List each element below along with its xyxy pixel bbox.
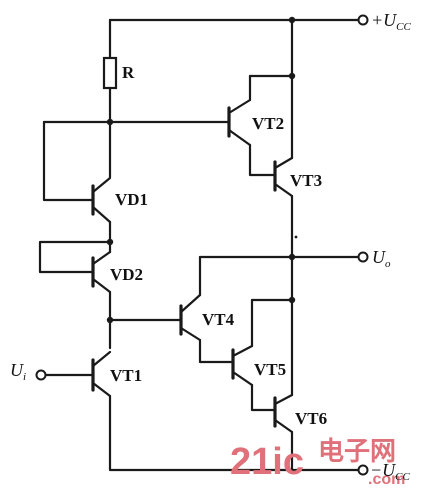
- watermark-domain: .com: [368, 471, 405, 488]
- node-dot: [288, 253, 296, 261]
- label-vt3: VT3: [290, 171, 322, 190]
- vt2-collector: [227, 98, 252, 115]
- label-vd2: VD2: [110, 265, 143, 284]
- label-vt1: VT1: [110, 366, 142, 385]
- label-vt2: VT2: [252, 114, 284, 133]
- vd1-collector: [91, 176, 112, 194]
- label-uo-sub: o: [385, 258, 391, 270]
- node-speck: [294, 235, 298, 239]
- watermark-chinese: 电子网: [318, 437, 396, 467]
- node-dot: [106, 238, 114, 246]
- node-dot: [288, 72, 296, 80]
- vt5-emitter: [231, 344, 254, 358]
- node-dot: [288, 296, 296, 304]
- label-ucc-bottom: −UCC: [370, 460, 410, 483]
- label-vt5: VT5: [254, 360, 286, 379]
- wire-vt4-to-vt5: [198, 338, 234, 364]
- vd2-emitter: [91, 277, 112, 294]
- terminal-uo: [357, 251, 369, 263]
- watermark-number: 21ic: [230, 441, 304, 483]
- label-vt6: VT6: [295, 409, 327, 428]
- label-ucc-bottom-sub: CC: [395, 471, 410, 483]
- label-ucc-top-sub: CC: [396, 21, 411, 33]
- terminal-ui: [35, 369, 47, 381]
- vt4-emitter: [179, 293, 202, 314]
- vd1-emitter: [91, 205, 112, 224]
- node-dot: [288, 16, 296, 24]
- watermark: 21ic 电子网 .com: [230, 437, 405, 488]
- label-uo: Uo: [372, 247, 391, 270]
- label-ucc-top-main: +U: [371, 10, 397, 30]
- vt6-collector: [273, 418, 294, 434]
- vt4-collector: [179, 326, 202, 342]
- node-dot: [106, 316, 114, 324]
- wire-vd1-loop: [42, 120, 94, 202]
- vt6-emitter: [273, 393, 294, 406]
- label-ucc-bottom-prefix: −: [370, 460, 382, 480]
- terminal-ucc-bottom: [357, 464, 369, 476]
- label-ucc-bottom-main: U: [382, 460, 396, 480]
- label-ui-main: U: [10, 360, 24, 380]
- terminal-ucc-top: [357, 14, 369, 26]
- vt1-collector: [91, 350, 112, 368]
- vt2-emitter: [227, 128, 252, 147]
- wire-vt2-to-vt3: [248, 143, 276, 177]
- label-ui: Ui: [10, 360, 26, 383]
- wire-vd2-loop: [38, 240, 112, 274]
- label-ucc-top: +UCC: [371, 10, 411, 33]
- label-ui-sub: i: [23, 371, 26, 383]
- wire-vt5-to-vt6: [250, 383, 276, 412]
- vd2-collector: [91, 250, 112, 266]
- vt5-collector: [231, 370, 254, 387]
- vt3-collector: [273, 156, 294, 170]
- resistor-r: [102, 56, 118, 90]
- node-dot: [106, 118, 114, 126]
- label-uo-main: U: [372, 247, 386, 267]
- label-r: R: [122, 63, 135, 82]
- vt1-emitter: [91, 381, 112, 398]
- label-vd1: VD1: [115, 190, 148, 209]
- vt3-emitter: [273, 182, 294, 198]
- label-vt4: VT4: [202, 310, 235, 329]
- wire-vt1-to-bottom: [108, 394, 360, 472]
